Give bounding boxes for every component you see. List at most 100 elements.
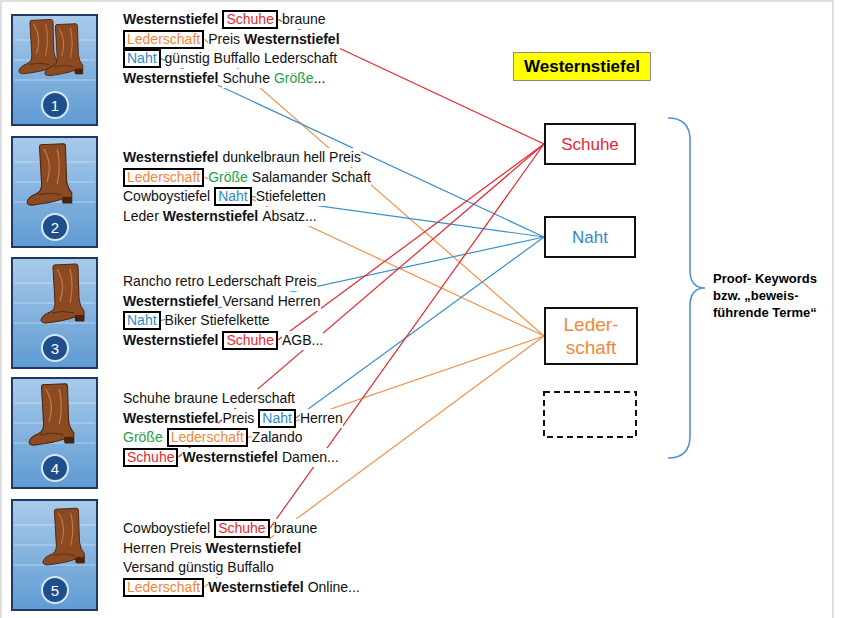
node-text: Schuhe <box>218 520 265 536</box>
search-term: Westernstiefel <box>123 292 218 311</box>
keyword-highlight: Naht <box>258 409 296 428</box>
keyword-line: WesternstiefelPreis Naht Herren <box>123 409 343 428</box>
node-text: Lederschaft <box>127 579 200 595</box>
keyword-line: Westernstiefeldunkelbraun hell Preis <box>123 148 361 167</box>
keyword-text: Online... <box>308 578 360 597</box>
node-text: Lederschaft <box>171 429 244 445</box>
keyword-text: Rancho retro Lederschaft Preis <box>123 272 317 291</box>
keyword-text: Zalando <box>252 428 303 447</box>
node-text: Naht <box>218 188 248 204</box>
node-text: Naht <box>127 50 157 66</box>
keyword-text: Preis <box>222 409 254 428</box>
keyword-line: Cowboystiefel Naht Stiefeletten <box>123 187 326 206</box>
keyword-line: Naht günstig Buffallo Lederschaft <box>123 49 337 68</box>
keyword-highlight: Naht <box>123 49 161 68</box>
keyword-highlight: Schuhe <box>123 448 178 467</box>
keyword-line: Schuhe Westernstiefel Damen... <box>123 448 339 467</box>
node-text: Naht <box>127 312 157 328</box>
keyword-line: Rancho retro Lederschaft Preis <box>123 272 317 291</box>
connector-line <box>178 144 544 457</box>
keyword-text: Absatz... <box>262 207 316 226</box>
keyword-line: Naht Biker Stiefelkette <box>123 311 270 330</box>
keyword-line: Cowboystiefel Schuhe braune <box>123 519 317 538</box>
search-term: Westernstiefel <box>163 207 258 226</box>
node-text: Lederschaft <box>127 169 200 185</box>
keyword-line: Größe Lederschaft Zalando <box>123 428 302 447</box>
keyword-line: WesternstiefelSchuhebraune <box>123 10 326 29</box>
connector-line <box>296 237 544 418</box>
callout-circle: 4 <box>41 454 69 482</box>
callout-number: 3 <box>51 341 59 356</box>
node-text: Schuhe <box>127 449 174 465</box>
size-term: Größe <box>208 168 248 187</box>
callout-circle: 5 <box>41 576 69 604</box>
document-card <box>12 500 97 610</box>
callout-circle: 2 <box>41 213 69 241</box>
keyword-line: Lederschaft GrößeSalamander Schaft <box>123 168 371 187</box>
keyword-text: ... <box>314 69 326 88</box>
keyword-text: AGB... <box>282 331 323 350</box>
boot-image <box>41 264 84 323</box>
search-term: Westernstiefel <box>182 448 277 467</box>
node-text: Lederschaft <box>127 31 200 47</box>
keyword-text: Versand günstig Buffallo <box>123 558 274 577</box>
keyword-highlight: Lederschaft <box>167 428 248 447</box>
size-term: Größe <box>123 428 163 447</box>
keyword-text: Damen... <box>282 448 339 467</box>
title-box: Westernstiefel <box>513 52 651 81</box>
keyword-line: WesternstiefelVersand Herren <box>123 292 321 311</box>
callout-number: 2 <box>51 220 59 235</box>
keyword-text: Cowboystiefel <box>123 519 210 538</box>
node-text: Westernstiefel <box>524 57 640 76</box>
search-term: Westernstiefel <box>123 69 218 88</box>
callout-number: 1 <box>51 98 59 113</box>
keyword-text: Preis <box>208 30 240 49</box>
search-term: Westernstiefel <box>123 409 218 428</box>
keyword-text: dunkelbraun hell Preis <box>222 148 361 167</box>
keyword-box: Leder- schaft <box>544 307 638 365</box>
keyword-line: Lederschaft Westernstiefel Online... <box>123 578 360 597</box>
curly-bracket <box>668 118 705 458</box>
keyword-box: Schuhe <box>544 123 636 165</box>
node-text: Leder- schaft <box>550 313 632 359</box>
boot-image <box>29 384 74 445</box>
keyword-text: Salamander Schaft <box>252 168 371 187</box>
document-card <box>12 137 97 247</box>
keyword-text: Herren Preis <box>123 539 202 558</box>
node-text: Schuhe <box>226 11 273 27</box>
keyword-text: braune <box>274 519 318 538</box>
document-card <box>12 15 97 125</box>
callout-circle: 1 <box>41 91 69 119</box>
keyword-text: Biker Stiefelkette <box>165 311 270 330</box>
keyword-highlight: Lederschaft <box>123 168 204 187</box>
keyword-line: Westernstiefel Schuhe AGB... <box>123 331 323 350</box>
keyword-text: braune <box>282 10 326 29</box>
node-text: Schuhe <box>226 332 273 348</box>
keyword-text: Stiefeletten <box>256 187 326 206</box>
keyword-line: Herren PreisWesternstiefel <box>123 539 301 558</box>
document-card <box>12 378 97 488</box>
boot-image <box>27 144 72 205</box>
keyword-text: Cowboystiefel <box>123 187 210 206</box>
boot-image <box>43 508 84 565</box>
search-term: Westernstiefel <box>208 578 303 597</box>
size-term: Größe <box>274 69 314 88</box>
keyword-highlight: Naht <box>123 311 161 330</box>
node-text: Naht <box>262 410 292 426</box>
callout-number: 5 <box>51 583 59 598</box>
keyword-line: WesternstiefelSchuhe Größe... <box>123 69 325 88</box>
callout-number: 4 <box>51 461 59 476</box>
keyword-line: LederschaftPreisWesternstiefel <box>123 30 340 49</box>
boot-image <box>45 24 83 76</box>
document-card <box>12 258 97 368</box>
keyword-highlight: Schuhe <box>214 519 269 538</box>
search-term: Westernstiefel <box>123 331 218 350</box>
search-term: Westernstiefel <box>206 539 301 558</box>
keyword-text: Schuhe <box>222 69 269 88</box>
keyword-text: günstig Buffallo Lederschaft <box>165 49 338 68</box>
keyword-box: Naht <box>544 216 636 258</box>
keyword-text: Versand Herren <box>222 292 320 311</box>
bracket-note: Proof- Keywords bzw. „beweis- führende T… <box>713 270 831 321</box>
keyword-text: Herren <box>300 409 343 428</box>
